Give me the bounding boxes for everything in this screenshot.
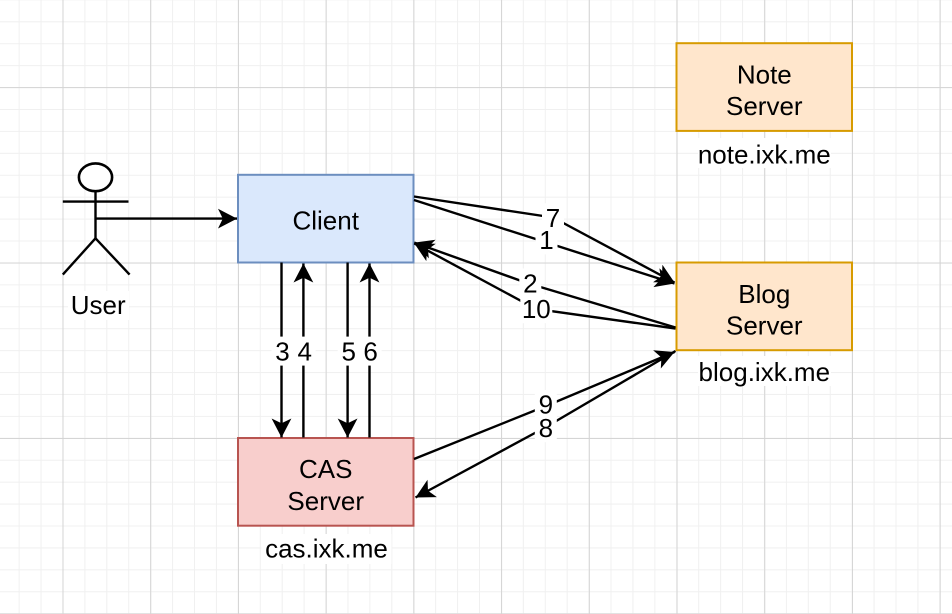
svg-text:Blog: Blog	[738, 279, 790, 309]
svg-text:cas.ixk.me: cas.ixk.me	[265, 534, 388, 564]
svg-text:3: 3	[275, 336, 289, 366]
svg-text:note.ixk.me: note.ixk.me	[698, 140, 831, 170]
svg-text:Client: Client	[292, 206, 359, 236]
svg-text:2: 2	[523, 268, 537, 298]
svg-text:8: 8	[539, 413, 553, 443]
svg-text:6: 6	[363, 336, 377, 366]
svg-text:4: 4	[297, 336, 311, 366]
svg-text:5: 5	[341, 336, 355, 366]
svg-text:Note: Note	[737, 59, 792, 89]
svg-text:10: 10	[522, 294, 551, 324]
svg-text:7: 7	[546, 203, 560, 233]
svg-text:CAS: CAS	[299, 454, 352, 484]
svg-text:9: 9	[539, 390, 553, 420]
svg-text:blog.ixk.me: blog.ixk.me	[699, 357, 831, 387]
svg-text:1: 1	[539, 225, 553, 255]
svg-text:Server: Server	[726, 91, 803, 121]
svg-text:User: User	[71, 290, 126, 320]
svg-text:Server: Server	[287, 486, 364, 516]
svg-text:Server: Server	[726, 311, 803, 341]
